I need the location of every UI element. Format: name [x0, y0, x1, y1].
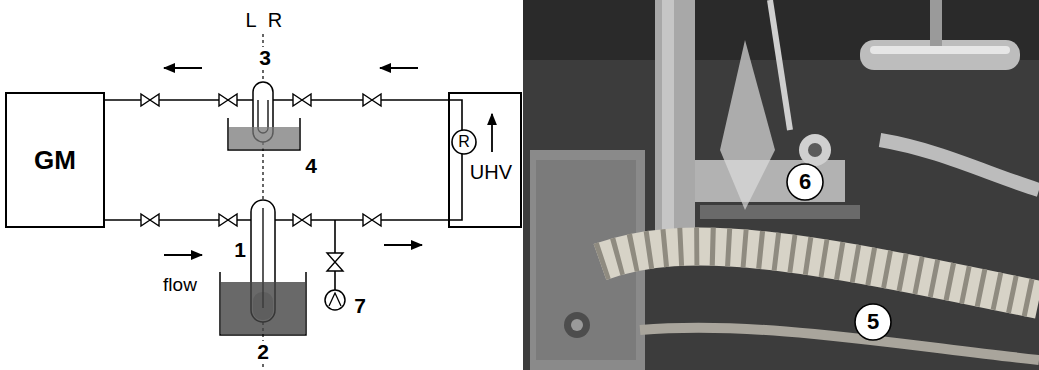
resistor-symbol: R — [451, 129, 477, 155]
pump-symbol — [325, 290, 345, 310]
callout-number: 3 — [257, 47, 273, 69]
flow-arrow — [164, 67, 202, 69]
box-label: GM — [34, 147, 76, 173]
callout-number: 1 — [232, 239, 248, 261]
side-label: L — [243, 10, 258, 31]
circle-text: R — [458, 134, 470, 150]
circle-text: 5 — [867, 311, 879, 333]
flow-arrow — [380, 67, 418, 69]
coolant — [229, 127, 299, 149]
callout-number: 7 — [352, 295, 368, 317]
flow-arrow — [164, 254, 202, 256]
box-label: UHV — [470, 162, 512, 182]
coolant — [221, 282, 305, 334]
photograph — [523, 0, 1039, 370]
callout-number: 6 — [786, 163, 824, 201]
side-label: R — [266, 10, 284, 31]
flow-arrow — [491, 114, 493, 152]
vacuum-chamber-box: UHVR — [448, 92, 522, 228]
compressor-box: GM — [5, 92, 105, 228]
pump-symbol — [329, 293, 341, 306]
valve-symbol — [327, 253, 343, 271]
callout-number: 5 — [854, 303, 892, 341]
internal-pipe — [448, 100, 462, 220]
circle-text: 6 — [799, 171, 811, 193]
callout-number: 2 — [255, 341, 271, 363]
flow-arrow — [384, 244, 422, 246]
callout-number: 4 — [303, 155, 319, 177]
flow-label: flow — [161, 275, 199, 295]
